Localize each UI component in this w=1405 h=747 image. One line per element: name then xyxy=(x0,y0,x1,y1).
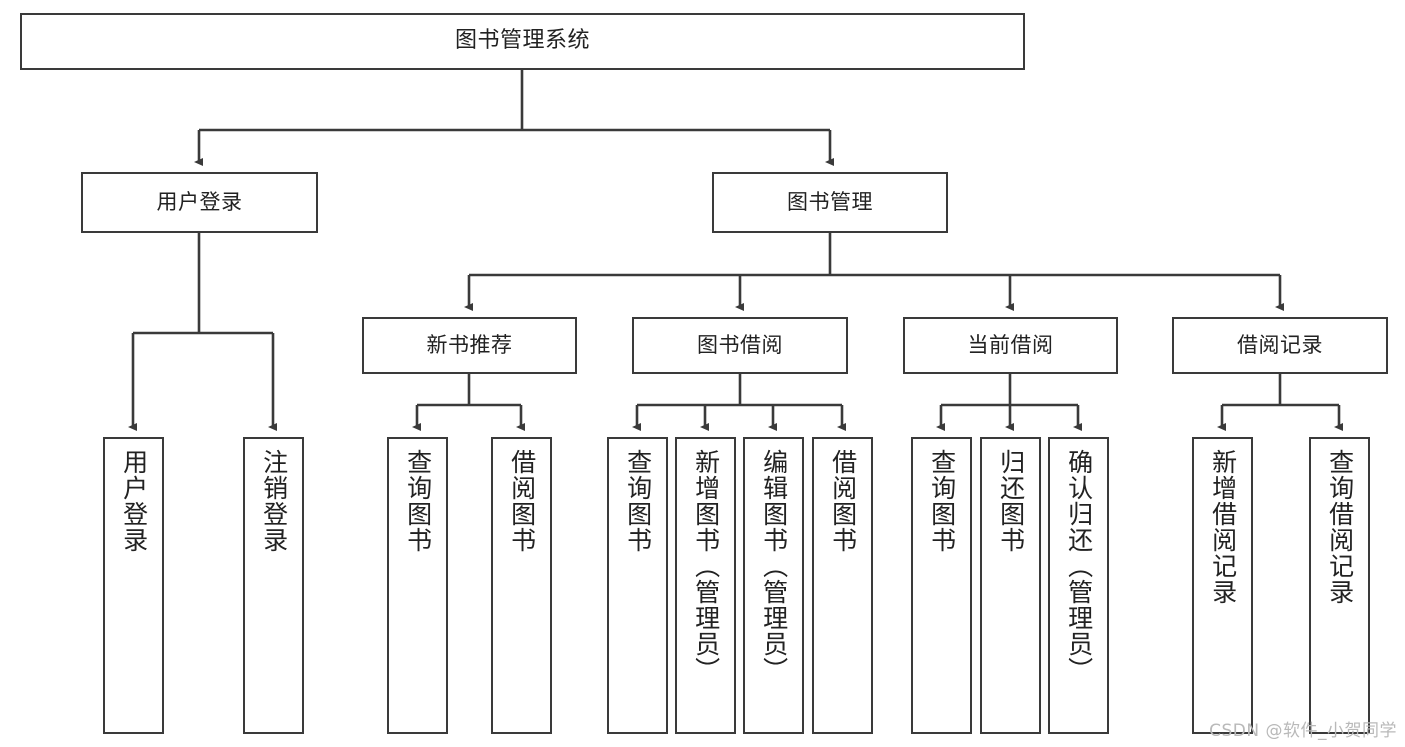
node-user-login[interactable]: 用户登录 xyxy=(81,172,318,233)
leaf-record-query-borrow-record[interactable]: 查询借阅记录 xyxy=(1309,437,1370,734)
node-label: 图书管理 xyxy=(787,189,873,214)
leaf-record-add-borrow-record[interactable]: 新增借阅记录 xyxy=(1192,437,1253,734)
node-current-borrow[interactable]: 当前借阅 xyxy=(903,317,1118,374)
node-label: 用户登录 xyxy=(156,189,243,214)
node-label: 确认归还（管理员） xyxy=(1064,449,1094,683)
node-label: 借阅图书 xyxy=(507,449,537,553)
node-label: 查询图书 xyxy=(927,449,957,553)
leaf-borrow-add-book-admin[interactable]: 新增图书（管理员） xyxy=(675,437,736,734)
node-label: 图书借阅 xyxy=(697,332,783,357)
node-label: 图书管理系统 xyxy=(454,28,590,54)
node-label: 查询图书 xyxy=(623,449,653,553)
node-label: 用户登录 xyxy=(119,449,149,553)
node-label: 新增借阅记录 xyxy=(1208,449,1238,605)
node-label: 新增图书（管理员） xyxy=(691,449,721,683)
node-label: 查询借阅记录 xyxy=(1325,449,1355,605)
node-book-management[interactable]: 图书管理 xyxy=(712,172,948,233)
node-label: 借阅图书 xyxy=(828,449,858,553)
leaf-borrow-edit-book-admin[interactable]: 编辑图书（管理员） xyxy=(743,437,804,734)
node-book-borrow[interactable]: 图书借阅 xyxy=(632,317,848,374)
node-label: 新书推荐 xyxy=(426,332,513,357)
leaf-user-login[interactable]: 用户登录 xyxy=(103,437,164,734)
node-label: 归还图书 xyxy=(996,449,1026,553)
node-label: 编辑图书（管理员） xyxy=(759,449,789,683)
node-label: 查询图书 xyxy=(403,449,433,553)
csdn-watermark: CSDN @软件_小贺同学 xyxy=(1209,721,1397,741)
node-new-book-recommend[interactable]: 新书推荐 xyxy=(362,317,577,374)
leaf-current-confirm-return-admin[interactable]: 确认归还（管理员） xyxy=(1048,437,1109,734)
node-label: 当前借阅 xyxy=(967,332,1054,357)
node-borrow-record[interactable]: 借阅记录 xyxy=(1172,317,1388,374)
leaf-current-query-book[interactable]: 查询图书 xyxy=(911,437,972,734)
leaf-recommend-query-book[interactable]: 查询图书 xyxy=(387,437,448,734)
node-label: 注销登录 xyxy=(259,449,289,553)
leaf-borrow-borrow-book[interactable]: 借阅图书 xyxy=(812,437,873,734)
node-label: 借阅记录 xyxy=(1237,332,1323,357)
leaf-borrow-query-book[interactable]: 查询图书 xyxy=(607,437,668,734)
leaf-current-return-book[interactable]: 归还图书 xyxy=(980,437,1041,734)
node-root-system[interactable]: 图书管理系统 xyxy=(20,13,1025,70)
leaf-recommend-borrow-book[interactable]: 借阅图书 xyxy=(491,437,552,734)
leaf-logout[interactable]: 注销登录 xyxy=(243,437,304,734)
